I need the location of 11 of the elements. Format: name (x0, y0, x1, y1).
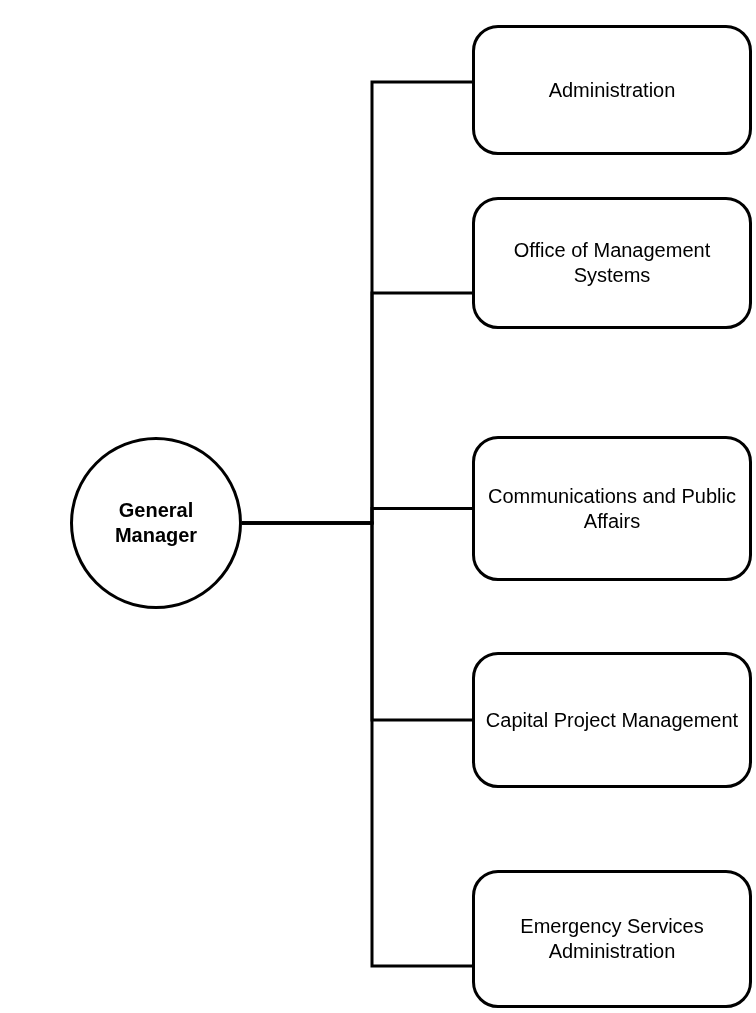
department-name: Office of Management Systems (512, 238, 712, 288)
department-name: Capital Project Management (484, 707, 740, 733)
department-box (472, 652, 752, 788)
department-name: Communications and Public Affairs (487, 483, 737, 534)
department-box (472, 25, 752, 155)
department-box (472, 870, 752, 1008)
department-name: Emergency Services Administration (519, 914, 705, 964)
department-name: Administration (547, 77, 677, 103)
department-box (472, 197, 752, 329)
role-title: General Manager (113, 498, 199, 548)
department-box (472, 436, 752, 581)
